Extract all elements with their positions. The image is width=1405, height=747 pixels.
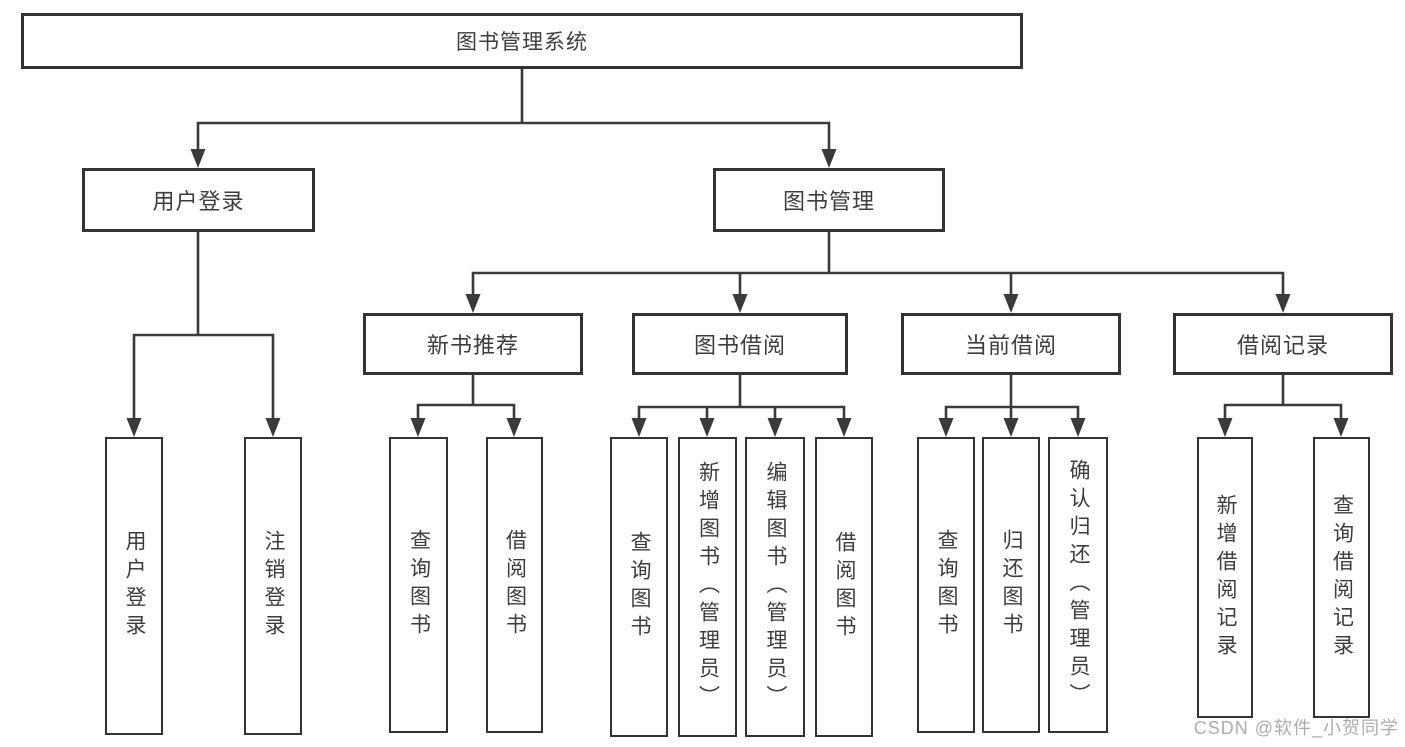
leaf-user-login: 用户登录 [105, 437, 163, 735]
leaf-query-borrow-record: 查询借阅记录 [1313, 437, 1370, 718]
csdn-watermark: CSDN @软件_小贺同学 [1193, 718, 1399, 738]
node-book-borrow: 图书借阅 [632, 313, 848, 375]
leaf-logout: 注销登录 [244, 437, 302, 735]
leaf-borrow-books-recommend: 借阅图书 [486, 437, 543, 733]
leaf-confirm-return-admin: 确认归还（管理员） [1048, 437, 1108, 733]
leaf-borrow-books: 借阅图书 [815, 437, 873, 737]
leaf-add-borrow-record: 新增借阅记录 [1197, 437, 1253, 718]
leaf-return-books: 归还图书 [982, 437, 1040, 733]
node-user-login: 用户登录 [82, 168, 315, 232]
leaf-add-books-admin: 新增图书（管理员） [678, 437, 737, 737]
node-borrow-records: 借阅记录 [1173, 313, 1393, 375]
node-current-borrow: 当前借阅 [901, 313, 1121, 375]
node-new-book-recommend: 新书推荐 [363, 313, 583, 375]
leaf-edit-books-admin: 编辑图书（管理员） [745, 437, 805, 737]
node-root-system: 图书管理系统 [21, 13, 1023, 69]
leaf-query-books-borrow: 查询图书 [610, 437, 668, 737]
leaf-query-books-current: 查询图书 [917, 437, 975, 733]
node-book-management: 图书管理 [713, 168, 945, 232]
leaf-query-books-recommend: 查询图书 [389, 437, 448, 733]
